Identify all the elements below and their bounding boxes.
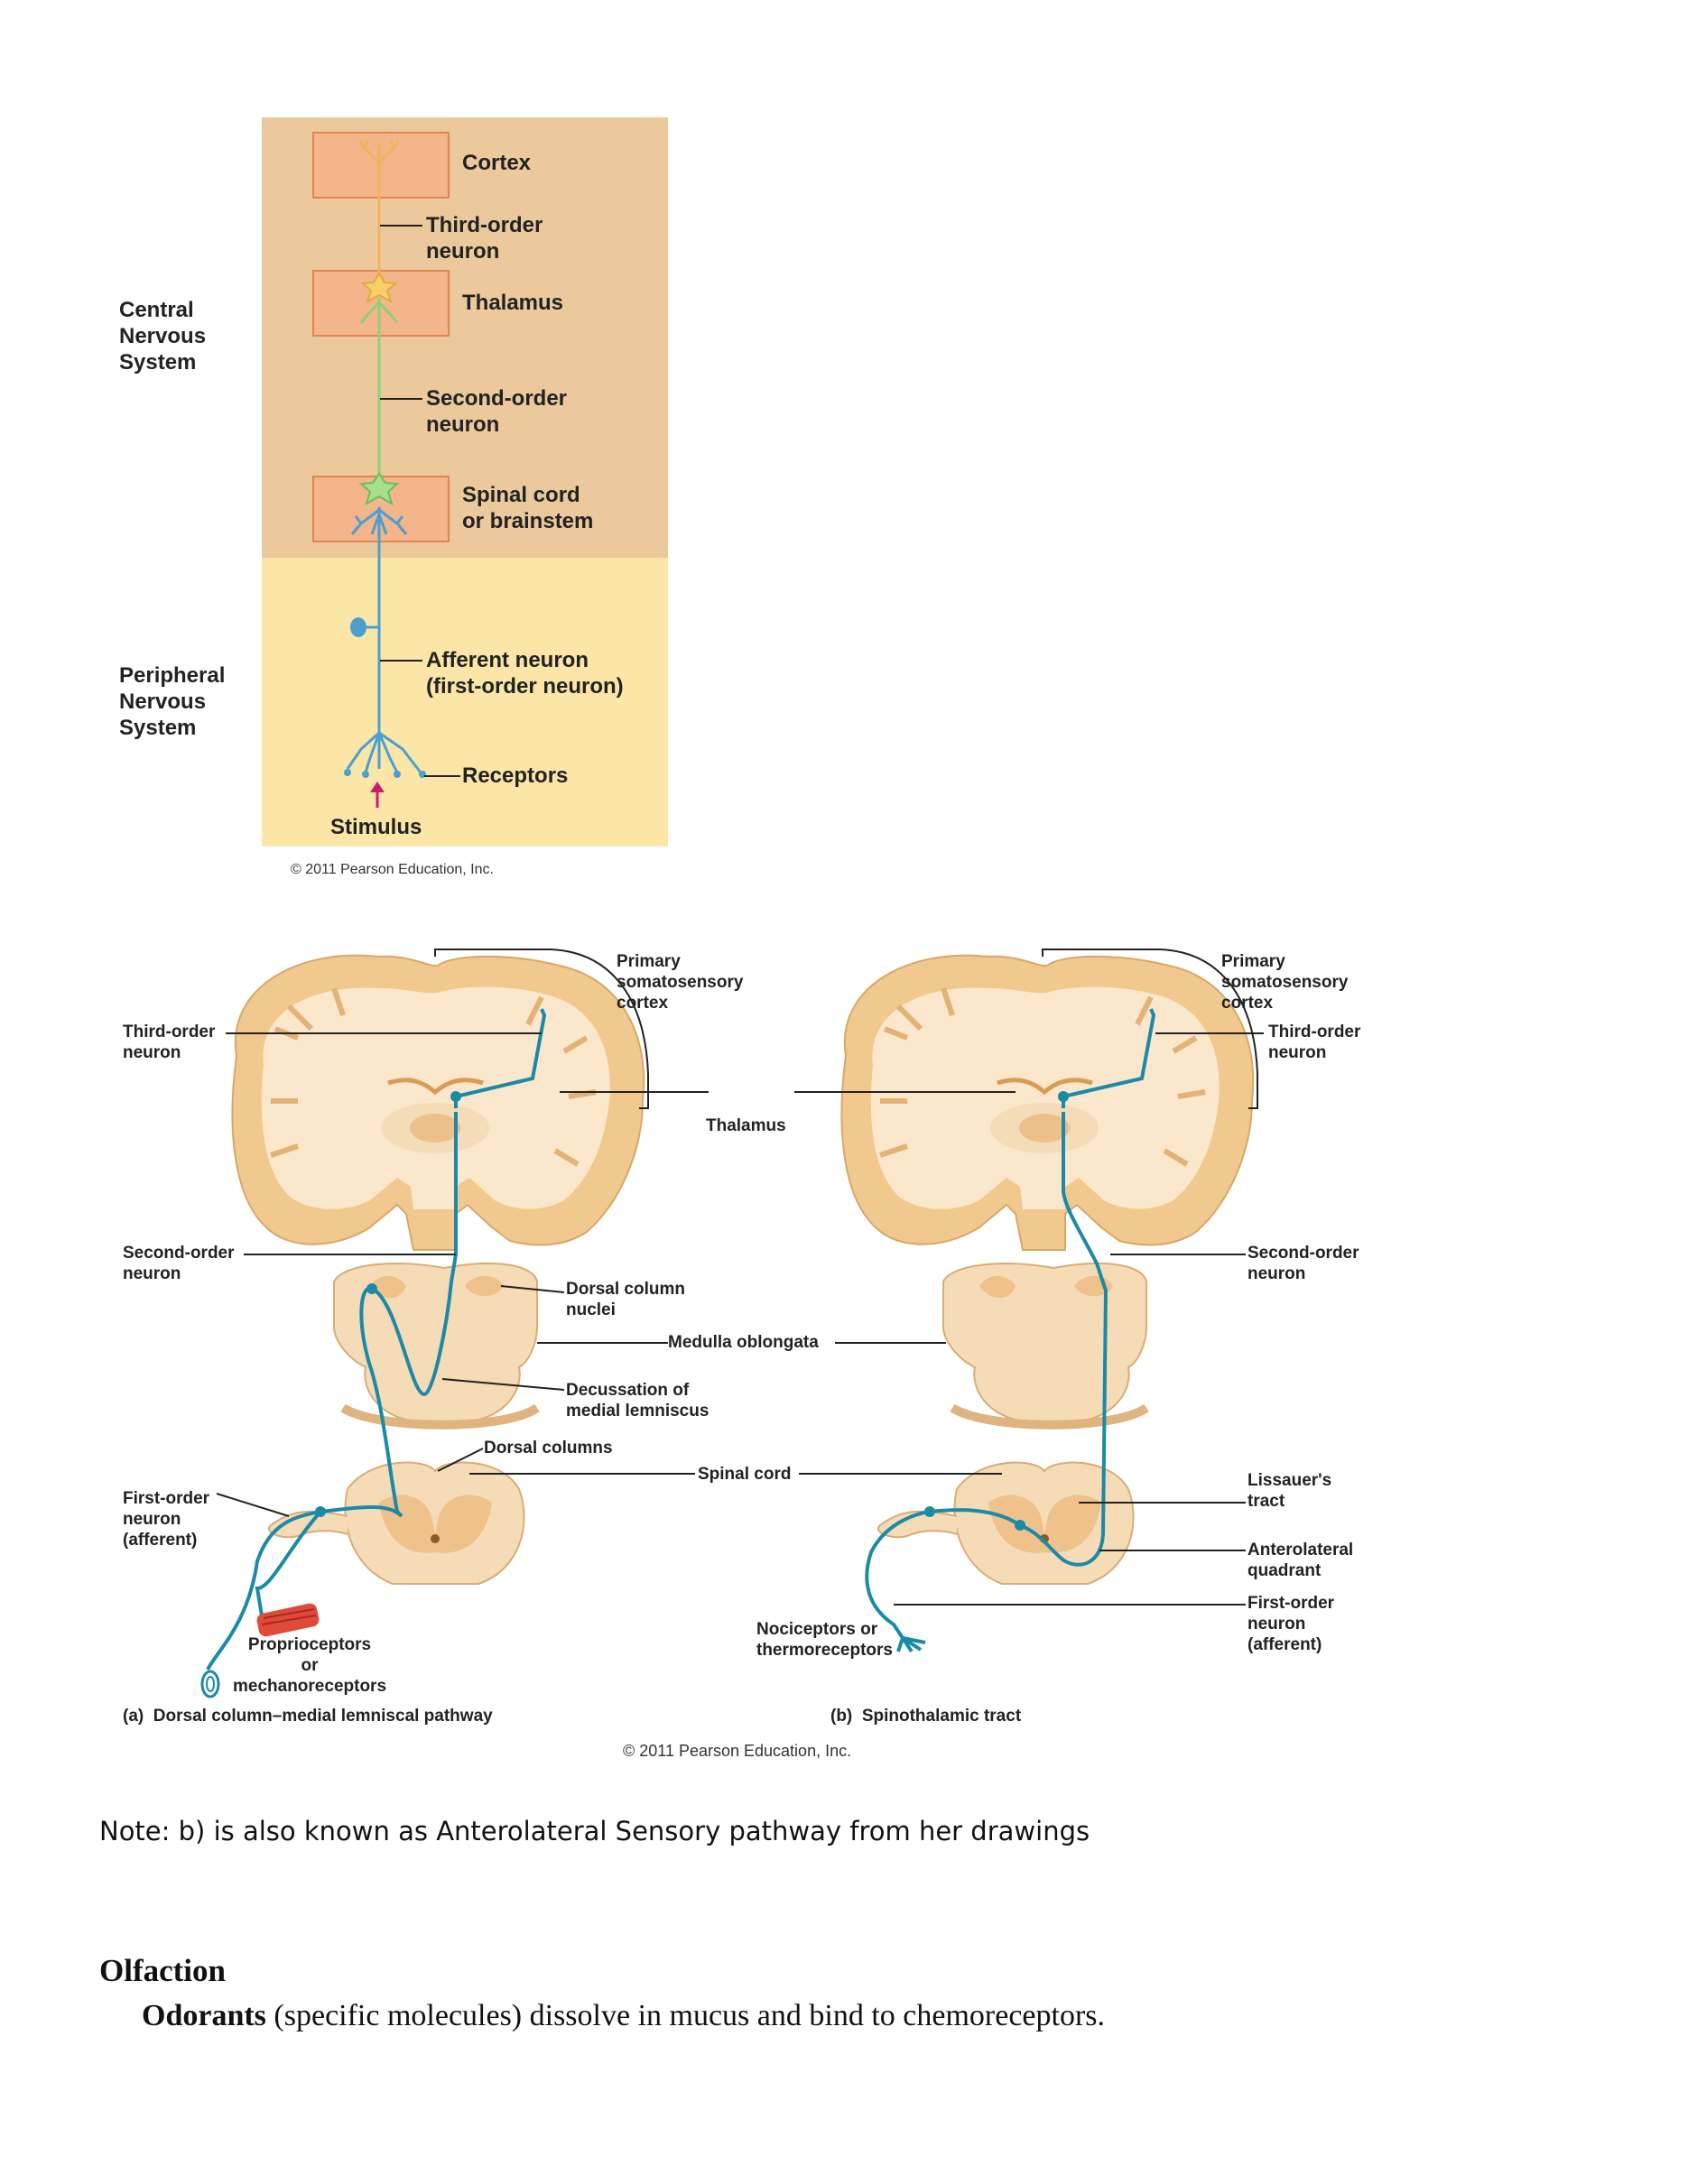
copyright-1: © 2011 Pearson Education, Inc. [291,862,494,877]
pns-label: Peripheral Nervous System [119,663,226,740]
odorants-term: Odorants [142,1999,266,2032]
mechanoreceptor-icon [200,1670,220,1698]
pathways-diagram [200,949,1264,1698]
third-order-neuron [357,138,401,287]
third-order-label: Third-order neuron [426,213,543,264]
nociceptors-label: Nociceptors or thermoreceptors [756,1620,893,1660]
pathways-leader-lines [216,1032,1264,1606]
stimulus-arrow-icon [370,782,385,808]
cortex-bracket-b [1042,949,1258,1109]
dorsal-columns-label: Dorsal columns [484,1439,613,1458]
receptor-dot [362,771,369,778]
brain-section-a [231,954,645,1251]
brain-section-b [840,954,1255,1251]
thalamus-label: Thalamus [462,291,564,315]
caption-a-text: Dorsal column–medial lemniscal pathway [153,1707,493,1726]
afferent-cell-body [350,617,366,637]
pathway-b-dorsal-horn-synapse [1015,1520,1025,1531]
olfaction-heading: Olfaction [99,1953,226,1988]
third-order-label-b: Third-order neuron [1268,1023,1361,1062]
third-order-label-a: Third-order neuron [123,1023,216,1062]
first-order-neuron [346,507,422,773]
medulla-label: Medulla oblongata [668,1333,819,1352]
cortex-box [312,132,450,199]
proprioceptors-label: Proprioceptors or mechanoreceptors [233,1635,387,1696]
pns-region [262,558,668,847]
anterolateral-label: Anterolateral quadrant [1247,1541,1354,1580]
caption-b-text: Spinothalamic tract [861,1707,1022,1726]
caption-b: (b) Spinothalamic tract [830,1707,1021,1727]
first-order-label-a: First-order neuron (afferent) [123,1489,210,1550]
overview-leader-lines [380,225,460,777]
second-order-label-a: Second-order neuron [123,1244,235,1283]
spinal-cord-label-2: Spinal cord [698,1465,792,1484]
proprioceptor-icon [256,1603,320,1637]
olfaction-description: (specific molecules) dissolve in mucus a… [265,1999,1105,2032]
spinal-cell-body [358,472,400,506]
receptors-label: Receptors [462,763,569,788]
thalamus-label-2: Thalamus [706,1116,786,1135]
copyright-2: © 2011 Pearson Education, Inc. [623,1742,852,1760]
thalamus-cell-body [360,272,398,304]
second-order-neuron [359,298,399,486]
pathway-b-ganglion [924,1506,935,1517]
cortex-label: Cortex [462,151,532,175]
afferent-label: Afferent neuron (first-order neuron) [426,648,624,699]
receptor-dot [344,769,351,776]
pathway-a-thalamus-synapse [450,1091,461,1102]
cortex-bracket-a [434,949,649,1109]
primary-cortex-label-b: Primary somatosensory cortex [1221,952,1349,1013]
medulla-b [942,1263,1149,1430]
pathway-a-ganglion [315,1506,326,1517]
pathway-b-spinothalamic [865,1008,1156,1653]
stimulus-label: Stimulus [330,815,422,839]
pathway-b-thalamus-synapse [1058,1091,1069,1102]
spinal-cord-label: Spinal cord or brainstem [462,483,594,533]
pathway-a-medulla-synapse [366,1283,377,1294]
receptor-dot [394,771,401,778]
second-order-label: Second-order neuron [426,386,568,437]
spinal-cord-b [877,1461,1135,1585]
first-order-label-b: First-order neuron (afferent) [1247,1594,1335,1654]
olfaction-paragraph: Odorants (specific molecules) dissolve i… [142,1999,1105,2033]
dorsal-column-nuclei-label: Dorsal column nuclei [566,1280,685,1319]
overview-diagram [262,117,668,847]
caption-a: (a) Dorsal column–medial lemniscal pathw… [123,1707,493,1727]
note-text: Note: b) is also known as Anterolateral … [99,1816,1090,1846]
caption-a-letter: (a) [123,1707,144,1726]
lissauer-label: Lissauer's tract [1247,1471,1332,1511]
second-order-label-b: Second-order neuron [1247,1244,1359,1283]
decussation-label: Decussation of medial lemniscus [566,1381,710,1421]
spinal-cord-a [268,1461,525,1585]
primary-cortex-label-a: Primary somatosensory cortex [617,952,744,1013]
caption-b-letter: (b) [830,1707,853,1726]
cns-label: Central Nervous System [119,298,207,375]
